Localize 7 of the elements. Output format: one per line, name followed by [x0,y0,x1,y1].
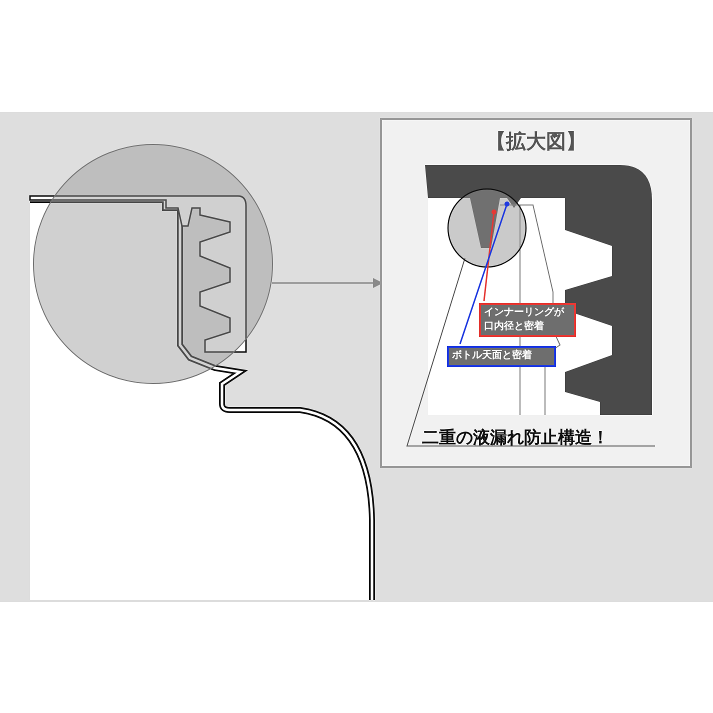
leader-line [459,202,510,344]
inset-panel [380,118,692,468]
inset-title: 【拡大図】 [485,128,587,155]
callout-box: インナーリングが口内径と密着 [479,303,576,337]
inset-slogan: 二重の液漏れ防止構造！ [422,427,609,449]
leader-line [483,210,496,302]
callout-box: ボトル天面と密着 [447,346,556,367]
